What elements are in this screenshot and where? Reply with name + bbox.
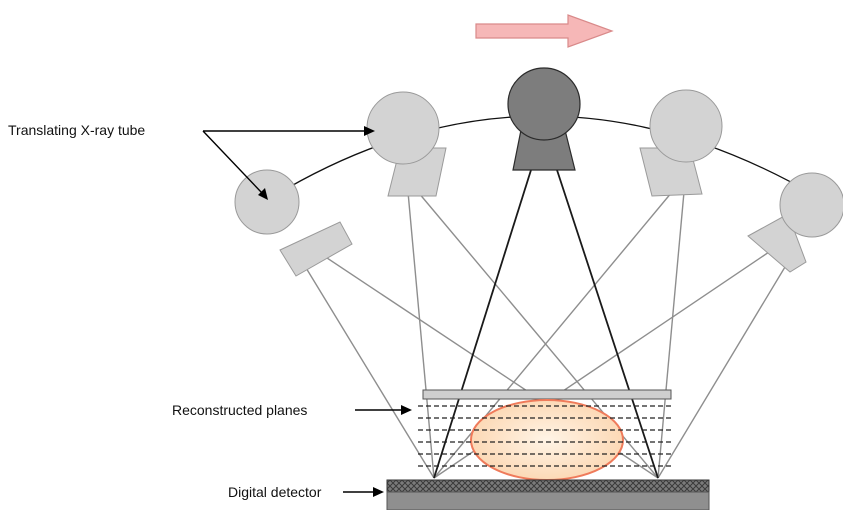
xray-beams-dark [433,169,659,479]
xray-beams-grey [299,191,789,479]
xray-tube-position-1 [234,169,353,277]
tube-label: Translating X-ray tube [8,122,146,138]
planes-label-pointer [355,405,412,415]
detector-label: Digital detector [228,484,322,500]
reconstructed-planes [418,405,672,467]
compression-plate [422,389,672,400]
tube-label-pointers [202,126,375,200]
xray-tube-position-current [507,67,581,171]
xray-tube-position-4 [639,89,723,197]
xray-tube-position-2 [366,91,447,197]
xray-tube-position-5 [747,172,843,273]
motion-arrow-icon [475,14,614,48]
detector-label-pointer [343,487,384,497]
planes-label: Reconstructed planes [172,402,308,418]
digital-detector [386,479,710,510]
imaged-object [470,399,624,481]
